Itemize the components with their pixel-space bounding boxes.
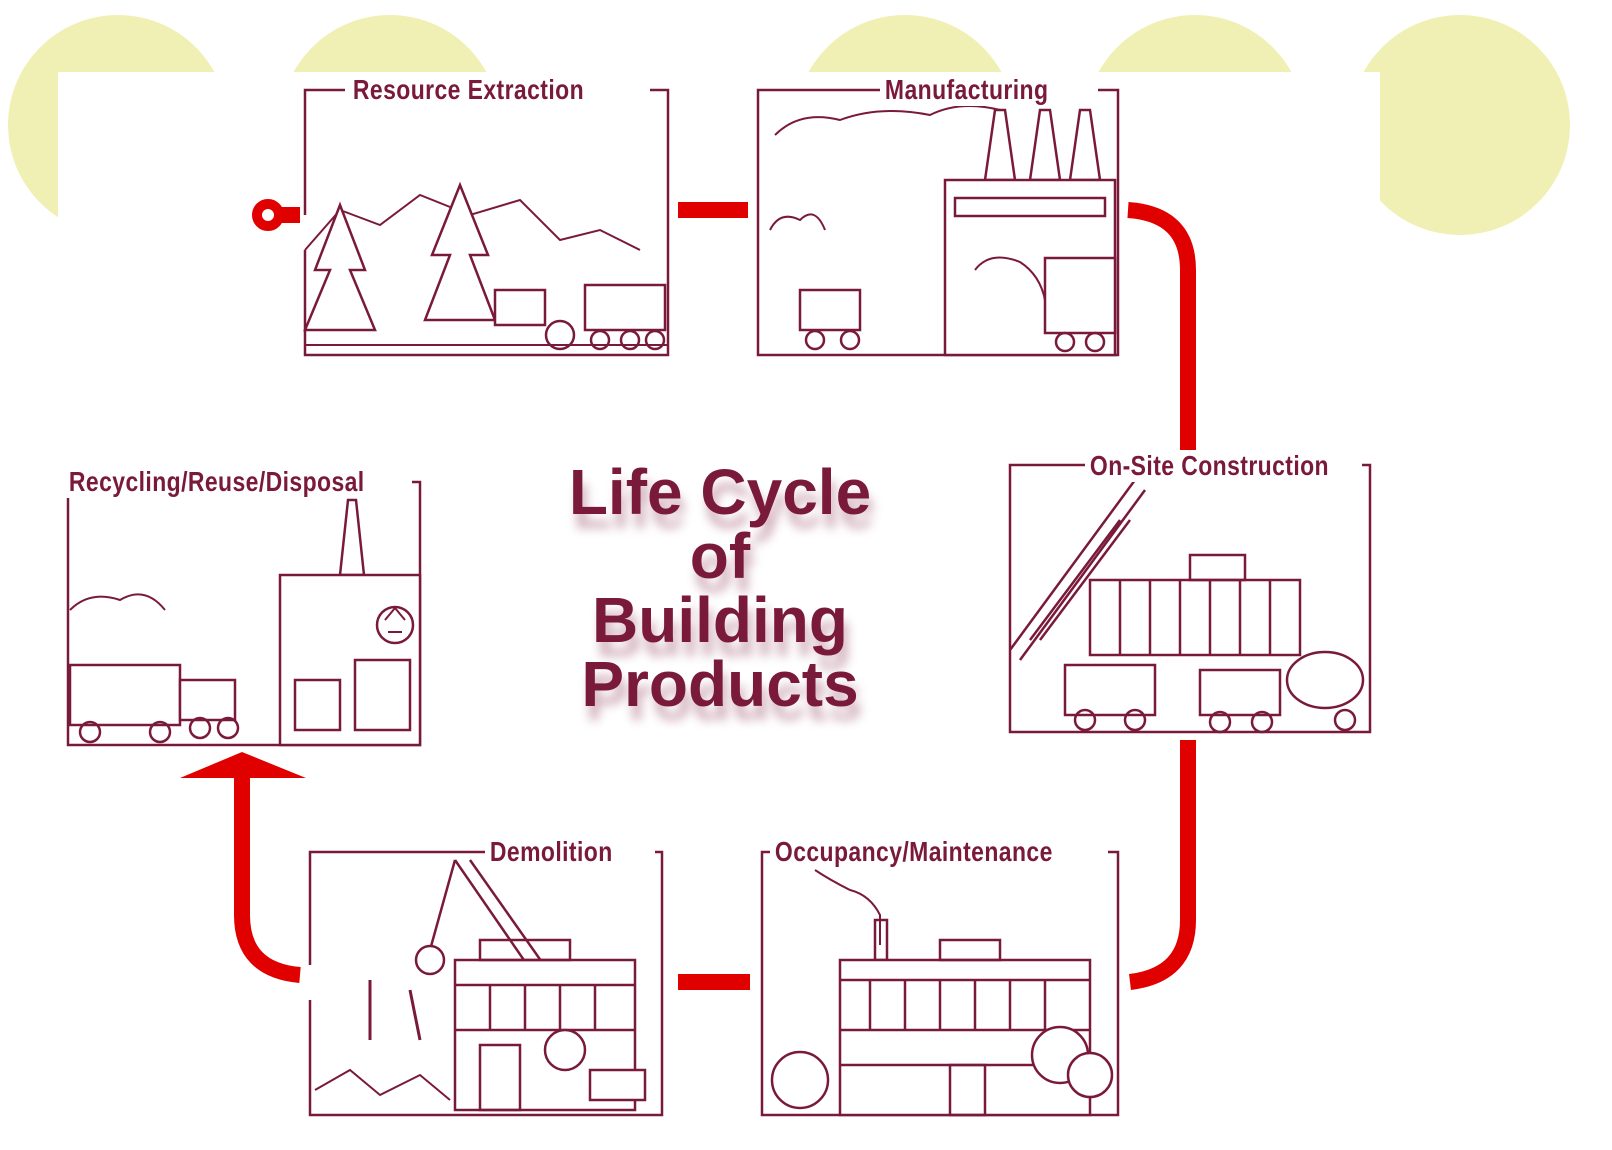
panel-occupancy: [760, 850, 1120, 1117]
title-line: Building: [592, 584, 848, 656]
title-line: Products: [581, 648, 859, 720]
smokestack-icon: [338, 498, 366, 577]
arrow-construction-occupancy: [1128, 740, 1196, 990]
mixer-icon: [1285, 650, 1365, 710]
panel-on-site-construction: [1008, 463, 1372, 734]
stage-label-recycling-reuse-disposal: Recycling/Reuse/Disposal: [64, 466, 370, 498]
stage-label-manufacturing: Manufacturing: [880, 74, 1054, 106]
building-frame-icon: [1088, 578, 1302, 657]
stage-label-on-site-construction: On-Site Construction: [1085, 450, 1334, 482]
truck-icon: [1063, 663, 1157, 717]
tree-icon: [1066, 1051, 1114, 1099]
diagram-title: Life Cycle of Building Products: [540, 460, 900, 716]
arrowhead-recycling: [180, 752, 306, 778]
truck-icon: [583, 283, 667, 332]
stage-label-resource-extraction: Resource Extraction: [348, 74, 589, 106]
arrow-manufacturing-construction: [1127, 202, 1196, 450]
tree-icon: [303, 201, 377, 332]
tree-icon: [770, 1050, 830, 1110]
stage-label-occupancy-maintenance: Occupancy/Maintenance: [770, 836, 1058, 868]
crane-icon: [1008, 479, 1147, 661]
truck-icon: [1043, 256, 1117, 335]
stage-label-demolition: Demolition: [485, 836, 618, 868]
title-line: of: [689, 520, 751, 592]
truck-icon: [68, 663, 182, 727]
loader-icon: [798, 288, 862, 332]
panel-resource-extraction: [303, 88, 670, 357]
cycle-arrows: [234, 199, 1196, 990]
tree-icon: [543, 1028, 587, 1072]
truck-icon: [1198, 668, 1282, 717]
loader-icon: [178, 678, 237, 722]
panel-manufacturing: [756, 88, 1120, 357]
arrow-demolition-recycling: [234, 760, 301, 983]
title-line: Life Cycle: [568, 456, 872, 528]
tree-icon: [423, 181, 497, 322]
bulldozer-icon: [493, 288, 547, 327]
panel-demolition: [308, 850, 664, 1117]
crane-base-icon: [588, 1068, 647, 1102]
panel-recycling: [66, 480, 422, 747]
decor-circle: [1350, 15, 1570, 235]
wrecking-ball-icon: [414, 944, 446, 976]
